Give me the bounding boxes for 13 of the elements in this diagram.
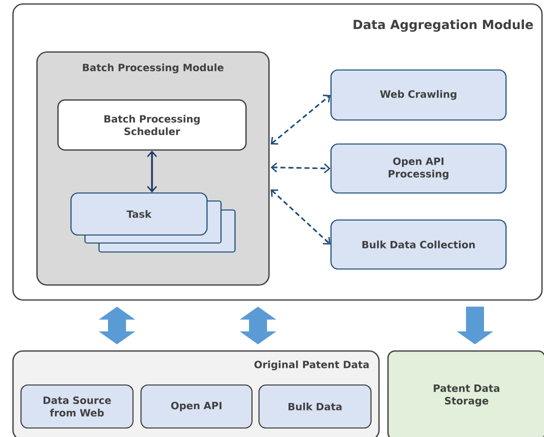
arrow (146, 150, 158, 192)
arrow (270, 162, 330, 174)
storage-box: Patent Data Storage (387, 350, 544, 437)
process-box: Bulk Data Collection (330, 219, 507, 270)
source-box: Open API (140, 384, 253, 429)
arrow (270, 189, 330, 244)
source-box: Data Source from Web (20, 384, 134, 429)
arrow (270, 94, 330, 145)
scheduler-box: Batch Processing Scheduler (57, 99, 247, 151)
source-box: Bulk Data (258, 384, 372, 429)
process-box: Web Crawling (330, 69, 507, 121)
task-stack: Task (70, 192, 236, 253)
process-box: Open API Processing (330, 143, 507, 194)
